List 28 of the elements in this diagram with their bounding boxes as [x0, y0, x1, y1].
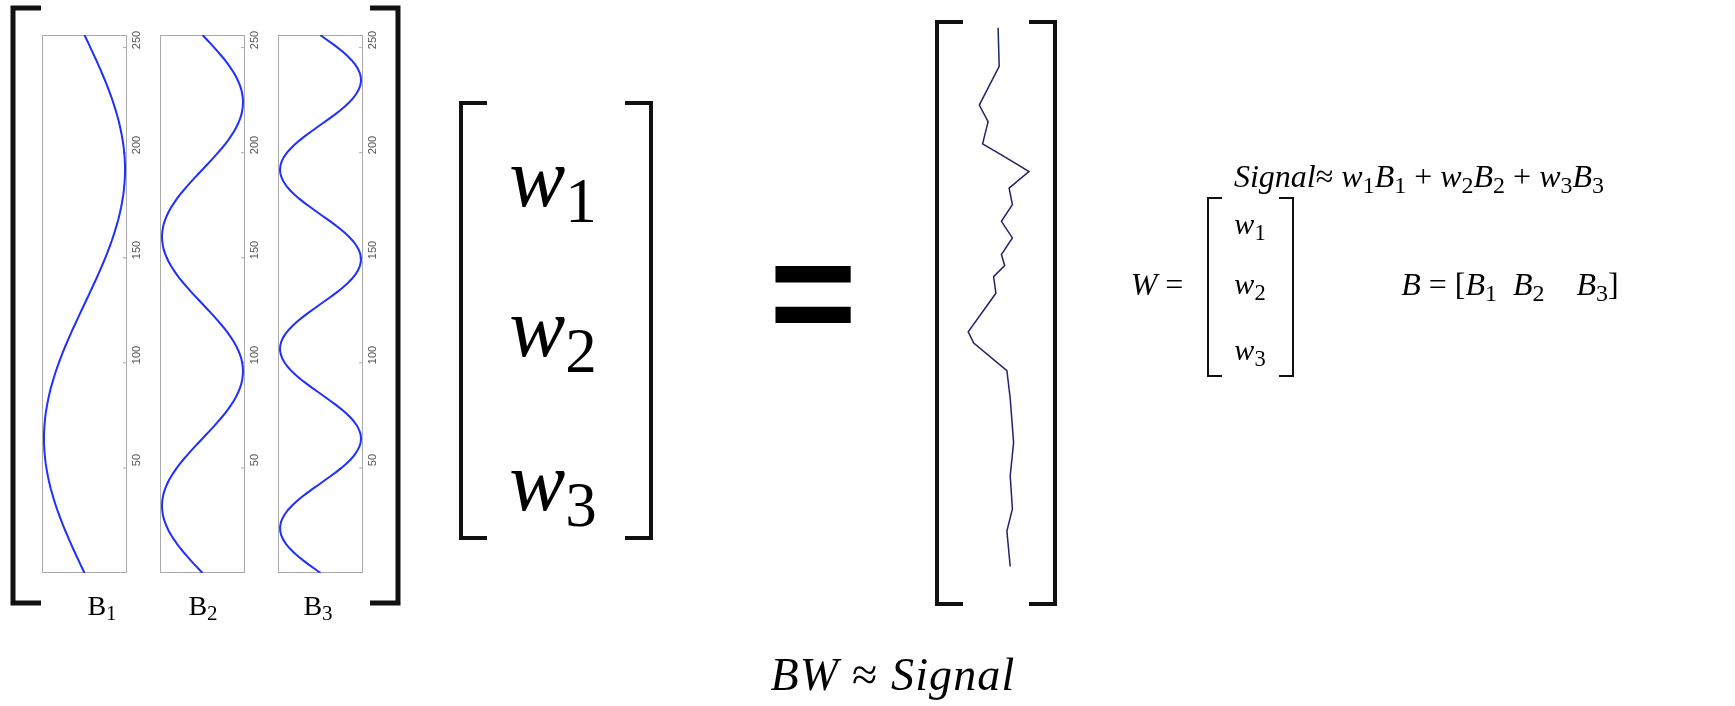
tick-label: 150: [130, 240, 142, 259]
basis-label: B$_{1}$: [87, 592, 117, 620]
equation: B = [B$_{1}$ B$_{2}$ B$_{3}$]: [1401, 268, 1619, 300]
tick-label: 50: [130, 453, 142, 467]
tick-label: 100: [366, 345, 378, 364]
tick-label: 50: [248, 453, 260, 467]
equals-sign: =: [769, 217, 857, 367]
tick-label: 200: [130, 135, 142, 154]
matrix-entry: w$_{1}$: [509, 136, 597, 220]
basis-label: B$_{2}$: [188, 592, 218, 620]
matrix-entry: w$_{2}$: [509, 286, 597, 370]
equation: BW ≈ Signal: [770, 652, 1016, 698]
basis-label: B$_{3}$: [303, 592, 333, 620]
equation: Signal≈ w$_{1}$B$_{1}$ + w$_{2}$B$_{2}$ + w$_{3}$B$_{3}$: [1233, 160, 1605, 192]
tick-label: 100: [130, 345, 142, 364]
matrix-entry: w$_{3}$: [1234, 335, 1266, 365]
tick-label: 150: [366, 240, 378, 259]
matrix-entry: w$_{2}$: [1234, 269, 1266, 299]
tick-label: 250: [130, 30, 142, 49]
tick-label: 200: [366, 135, 378, 154]
tick-label: 200: [248, 135, 260, 154]
matrix-entry: w$_{1}$: [1234, 209, 1266, 239]
tick-label: 250: [248, 30, 260, 49]
tick-label: 50: [366, 453, 378, 467]
tick-label: 150: [248, 240, 260, 259]
tick-label: 250: [366, 30, 378, 49]
equation: W =: [1130, 268, 1184, 300]
tick-label: 100: [248, 345, 260, 364]
